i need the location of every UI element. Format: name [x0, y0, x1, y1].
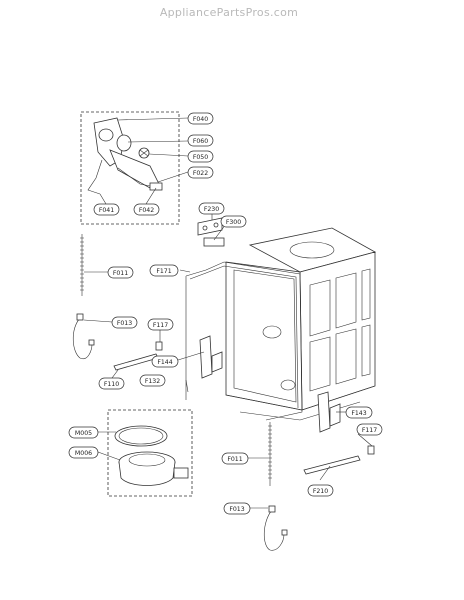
- callout-label: F060: [193, 138, 208, 145]
- callout-label: F132: [145, 378, 160, 385]
- door-hinge-bracket: [197, 217, 225, 247]
- callout-label: F022: [193, 170, 208, 177]
- callout-label: M005: [75, 430, 92, 437]
- callout-label: F144: [157, 359, 172, 366]
- bumper-left: [155, 341, 163, 351]
- callout-F011-upper: F011: [107, 266, 134, 279]
- callout-F040: F040: [187, 112, 214, 125]
- motor-gasket: [114, 425, 168, 447]
- callout-label: F042: [139, 207, 154, 214]
- door-cable-lower: [263, 505, 288, 551]
- callout-label: F171: [156, 268, 171, 275]
- callout-label: M006: [75, 450, 92, 457]
- door-gasket-inner: [189, 265, 299, 409]
- callout-F171: F171: [149, 264, 179, 277]
- door-spring-upper: [80, 234, 84, 296]
- callout-label: F050: [193, 154, 208, 161]
- callout-F041: F041: [93, 203, 120, 216]
- callout-F143: F143: [345, 406, 373, 419]
- rail-right: [303, 455, 361, 475]
- left-tub-bracket: [199, 335, 223, 379]
- callout-M006: M006: [68, 446, 99, 459]
- callout-label: F110: [104, 381, 119, 388]
- callout-label: F210: [313, 488, 328, 495]
- check-valve: [138, 147, 150, 159]
- callout-F230: F230: [198, 202, 225, 215]
- dishwasher-tub: [225, 227, 377, 421]
- right-tub-bracket: [317, 391, 341, 433]
- callout-label: F300: [226, 219, 241, 226]
- callout-M005: M005: [68, 426, 99, 439]
- sump-pump-body: [87, 117, 163, 195]
- watermark-text: AppliancePartsPros.com: [160, 6, 298, 19]
- callout-F210: F210: [307, 484, 334, 497]
- wash-motor: [118, 451, 189, 486]
- callout-F013-upper: F013: [111, 316, 138, 329]
- callout-F144: F144: [151, 355, 179, 368]
- callout-F050: F050: [187, 150, 214, 163]
- door-cable-upper: [72, 313, 95, 360]
- bumper-right: [367, 445, 375, 455]
- callout-label: F011: [227, 456, 242, 463]
- callout-F022: F022: [187, 166, 214, 179]
- callout-label: F041: [99, 207, 114, 214]
- callout-F300: F300: [220, 215, 247, 228]
- rail-left: [113, 353, 159, 371]
- callout-F117-left: F117: [147, 318, 174, 331]
- callout-label: F013: [229, 506, 244, 513]
- motor-assembly-group-box: [107, 409, 193, 497]
- leader-lines: [83, 117, 373, 509]
- callout-label: F011: [113, 270, 128, 277]
- door-gasket: [185, 261, 303, 421]
- callout-F042: F042: [133, 203, 160, 216]
- callout-F013-lower: F013: [223, 502, 251, 515]
- callout-label: F117: [362, 427, 377, 434]
- callout-F132: F132: [139, 374, 166, 387]
- callout-F011-lower: F011: [221, 452, 249, 465]
- callout-label: F013: [117, 320, 132, 327]
- callout-label: F143: [351, 410, 366, 417]
- callout-F060: F060: [187, 134, 214, 147]
- callout-F110: F110: [98, 377, 125, 390]
- filter-ring: [116, 134, 132, 152]
- callout-label: F040: [193, 116, 208, 123]
- door-spring-lower: [268, 422, 272, 486]
- callout-label: F117: [153, 322, 168, 329]
- callout-label: F230: [204, 206, 219, 213]
- callout-F117-right: F117: [356, 423, 383, 436]
